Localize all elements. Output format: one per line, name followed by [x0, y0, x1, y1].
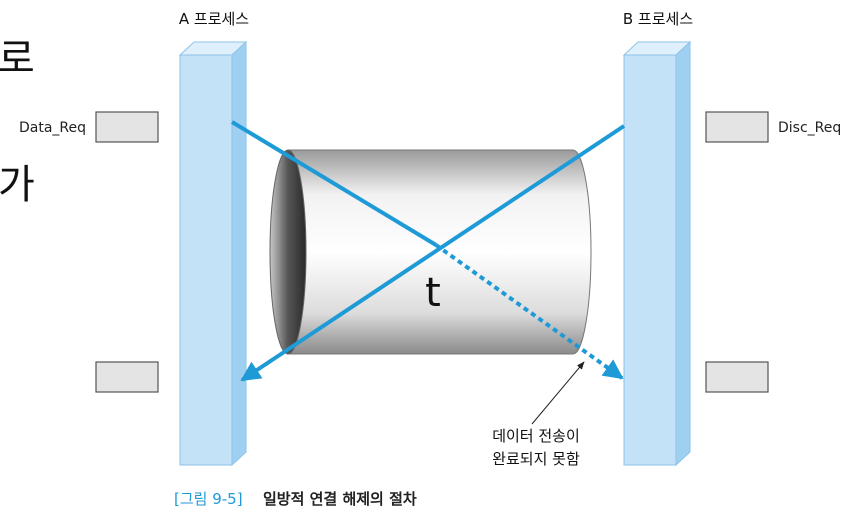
disc-req-box — [705, 111, 769, 143]
partial-slide-text-top: 로 — [0, 36, 35, 82]
b-indication-box — [705, 361, 769, 393]
partial-slide-text-mid: 가 — [0, 162, 35, 208]
data-request-arrow — [230, 120, 438, 247]
disc-req-label: Disc_Req — [778, 120, 841, 136]
annotation-pointer-arrow — [531, 361, 585, 425]
process-a-label: A 프로세스 — [179, 10, 249, 28]
data-req-label: Data_Req — [19, 120, 86, 136]
process-a-bar — [178, 40, 248, 467]
figure-caption-tag: [그림 9-5] — [174, 490, 243, 508]
data-req-box — [95, 111, 159, 143]
figure-caption-text: 일방적 연결 해제의 절차 — [263, 490, 417, 508]
process-b-label: B 프로세스 — [623, 10, 693, 28]
annotation-line-2: 완료되지 못함 — [492, 450, 580, 468]
a-indication-box — [95, 361, 159, 393]
process-b-bar — [622, 40, 692, 467]
annotation-line-1: 데이터 전송이 — [492, 427, 580, 445]
data-lost-dotted-arrow — [434, 243, 624, 380]
time-label: t — [425, 270, 441, 316]
disconnect-request-arrow — [240, 124, 626, 382]
